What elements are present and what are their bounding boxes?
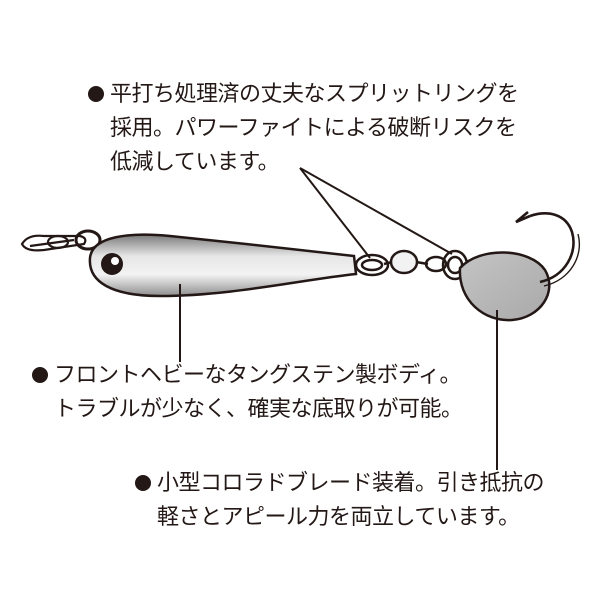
- split-ring-text-line-2: 採用。パワーファイトによる破断リスクを: [110, 116, 517, 141]
- colorado-blade: [458, 251, 551, 322]
- body-text-line-2: トラブルが少なく、確実な底取りが可能。: [54, 397, 463, 422]
- body-callout: フロントヘビーなタングステン製ボディ。 トラブルが少なく、確実な底取りが可能。: [32, 359, 463, 427]
- snap-clip-icon: [20, 234, 87, 252]
- split-ring-icon: [354, 253, 390, 277]
- body-text-line-1: フロントヘビーなタングステン製ボディ。: [54, 363, 461, 388]
- split-ring-callout: 平打ち処理済の丈夫なスプリットリングを 採用。パワーファイトによる破断リスクを …: [88, 78, 519, 180]
- blade-callout: 小型コロラドブレード装着。引き抵抗の 軽さとアピール力を両立しています。: [135, 467, 545, 535]
- front-ring-icon: [74, 229, 102, 251]
- blade-text-line-1: 小型コロラドブレード装着。引き抵抗の: [157, 471, 545, 496]
- tungsten-body: [88, 233, 358, 298]
- bullet-icon: [88, 86, 104, 102]
- eye-icon: [101, 253, 123, 275]
- bullet-icon: [32, 367, 48, 383]
- split-ring-text-line-3: 低減しています。: [110, 150, 280, 175]
- split-ring-text-line-1: 平打ち処理済の丈夫なスプリットリングを: [110, 82, 519, 107]
- blade-text-line-2: 軽さとアピール力を両立しています。: [157, 505, 520, 530]
- leader-lines: [179, 167, 498, 470]
- bullet-icon: [135, 475, 151, 491]
- treble-hook-icon: [515, 211, 580, 287]
- swivel-icon: [383, 249, 448, 275]
